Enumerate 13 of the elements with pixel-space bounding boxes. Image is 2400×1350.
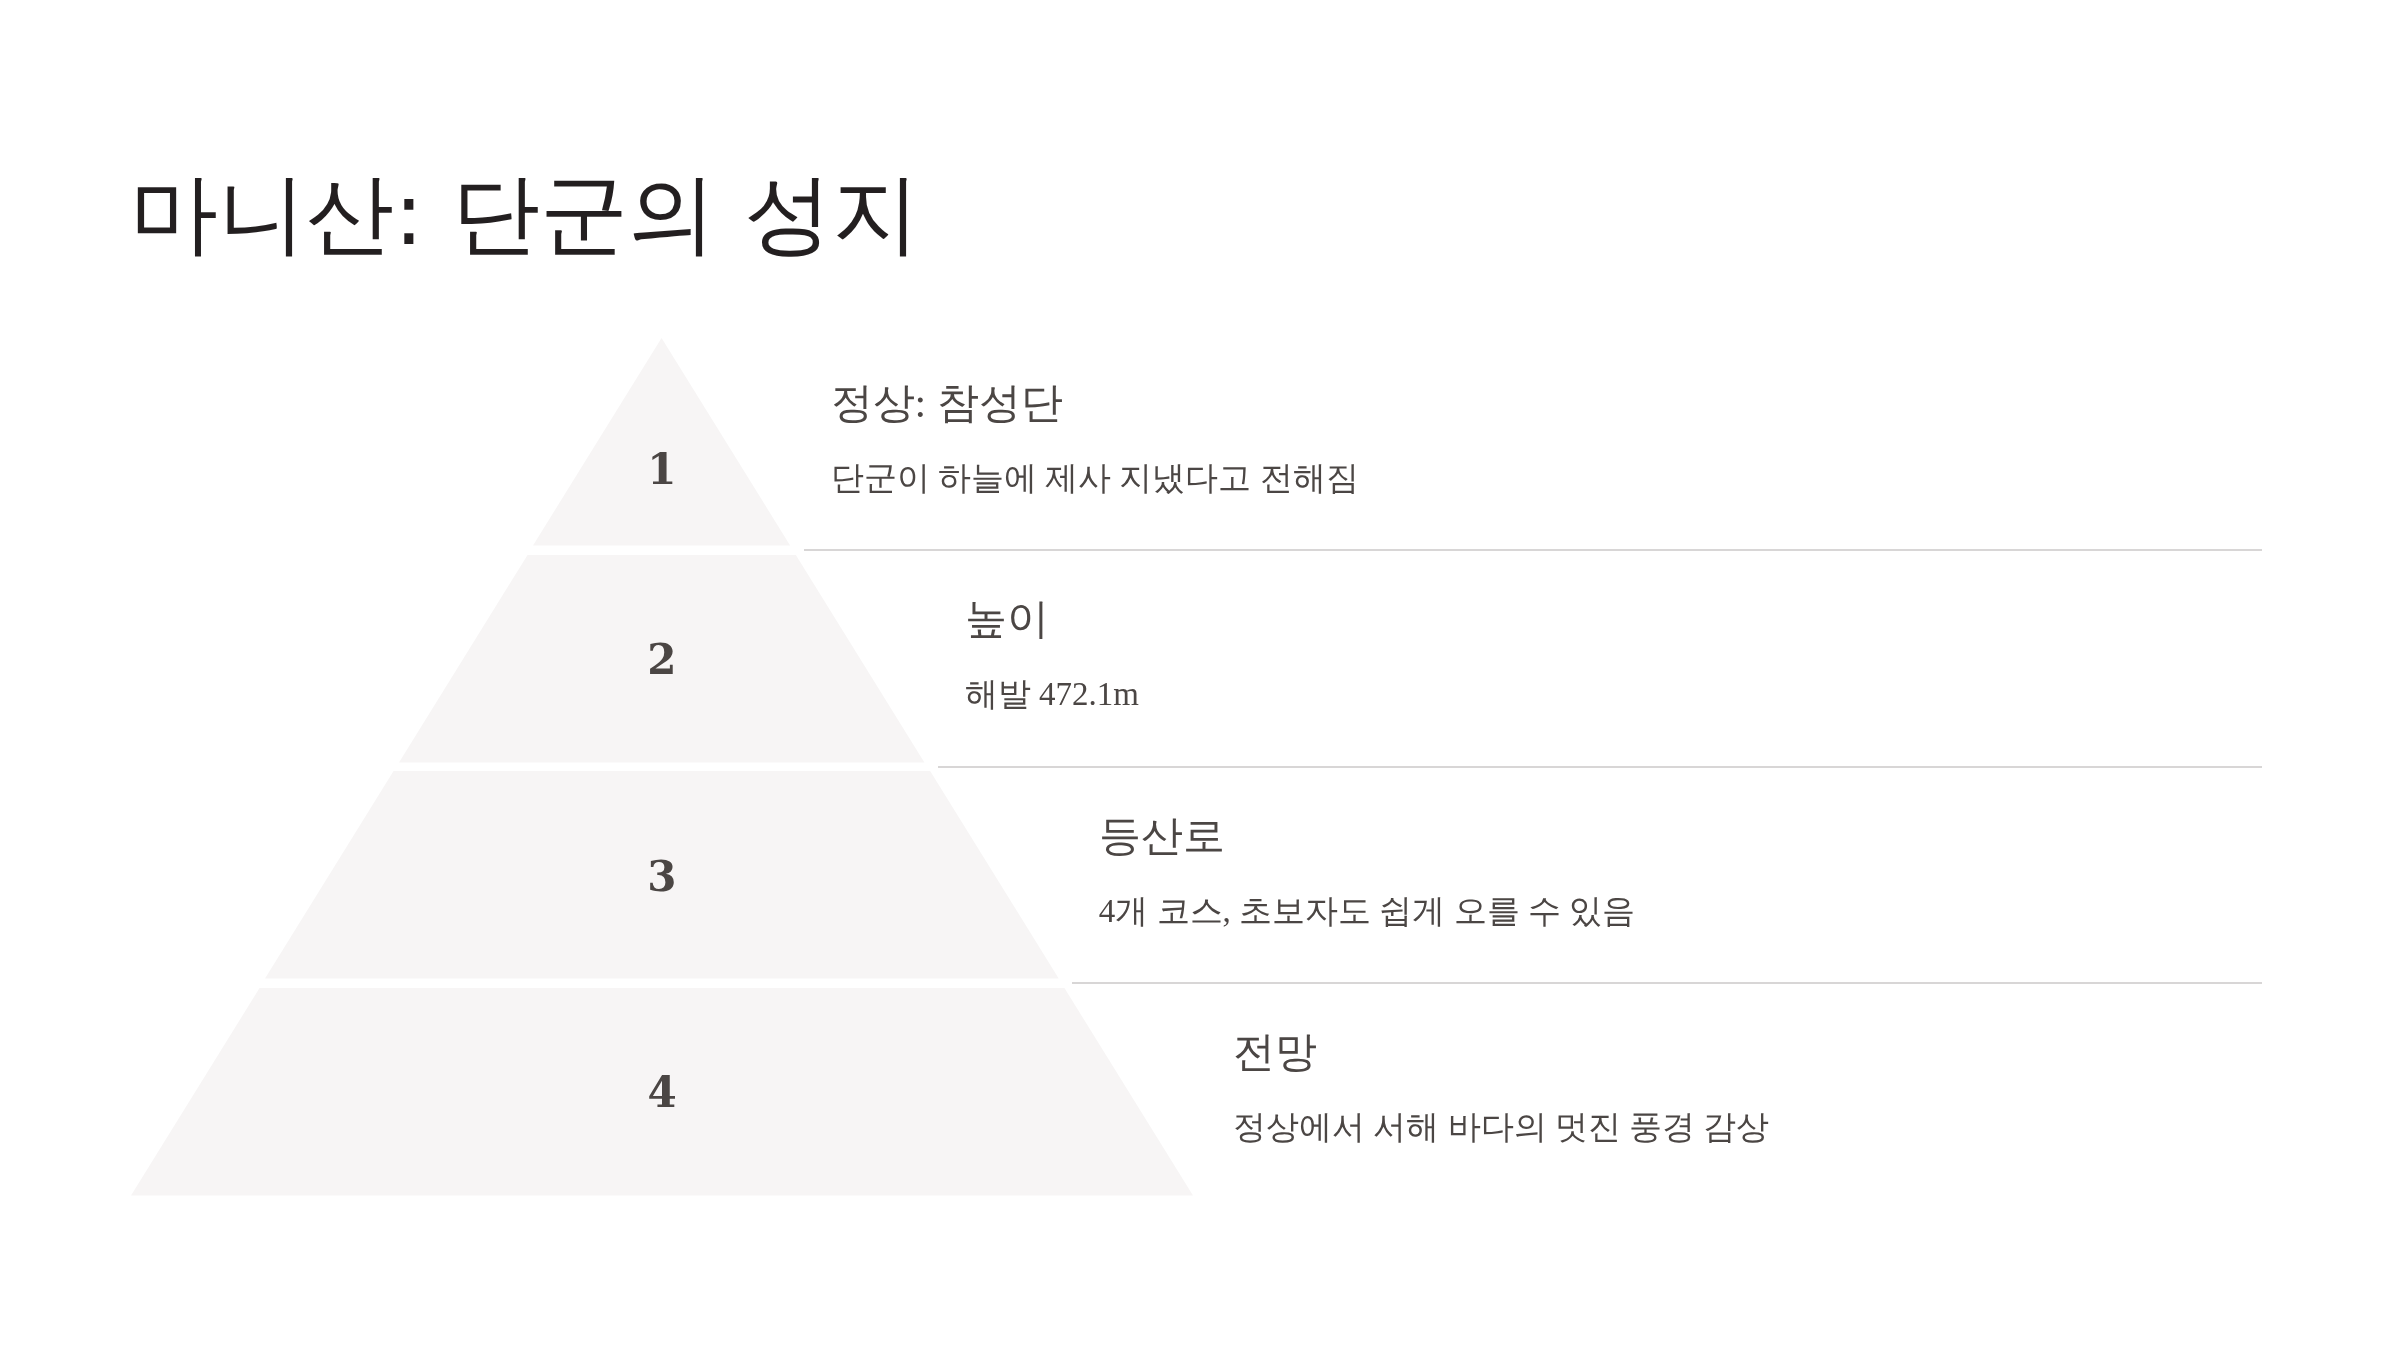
tier-number: 4 <box>647 1068 677 1119</box>
tier-heading: 정상: 참성단 <box>830 378 1063 428</box>
tier-heading: 전망 <box>1233 1028 1317 1078</box>
tier-number: 1 <box>647 444 677 495</box>
tier-description: 4개 코스, 초보자도 쉽게 오를 수 있음 <box>1098 891 1636 931</box>
tier-heading: 높이 <box>964 595 1049 645</box>
tier-number: 2 <box>647 635 677 686</box>
tier-description: 정상에서 서해 바다의 멋진 풍경 감상 <box>1233 1108 1770 1148</box>
tier-number: 3 <box>647 851 677 902</box>
tier-description: 단군이 하늘에 제사 지냈다고 전해짐 <box>830 458 1359 498</box>
tier-description: 해발 472.1m <box>964 675 1139 715</box>
title: 마니산: 단군의 성지 <box>130 161 920 267</box>
tier-heading: 등산로 <box>1098 811 1225 861</box>
